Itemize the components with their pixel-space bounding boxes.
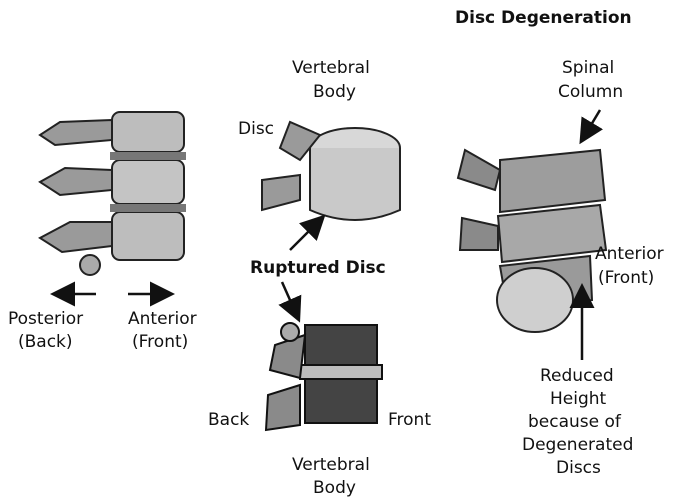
reduced-height-line5: Discs (556, 458, 601, 479)
left-spine-side-view (40, 112, 186, 275)
anterior-label-left: Anterior (128, 309, 197, 330)
anterior-label-right: Anterior (595, 244, 664, 265)
posterior-sub-label: (Back) (18, 332, 73, 353)
vertebral-body-bottom-line2: Body (313, 478, 356, 499)
spinal-column-line2: Column (558, 82, 623, 103)
reduced-height-line2: Height (550, 389, 606, 410)
front-label: Front (388, 410, 431, 431)
ruptured-disc-label: Ruptured Disc (250, 258, 386, 279)
ruptured-disc-arrow-up (290, 218, 322, 250)
ruptured-disc-arrow-down (282, 282, 298, 318)
anterior-sub-label-right: (Front) (598, 268, 654, 289)
figure-title: Disc Degeneration (455, 8, 632, 29)
vertebral-body-with-disc (262, 122, 400, 220)
degenerated-spinal-column (458, 150, 606, 332)
back-label: Back (208, 410, 249, 431)
vertebral-body-top-line2: Body (313, 82, 356, 103)
posterior-label: Posterior (8, 309, 83, 330)
disc-label: Disc (238, 119, 274, 140)
reduced-height-line3: because of (528, 412, 621, 433)
spinal-column-line1: Spinal (562, 58, 614, 79)
spinal-column-arrow (582, 110, 600, 140)
vertebral-body-bottom-line1: Vertebral (292, 455, 370, 476)
reduced-height-line4: Degenerated (522, 435, 633, 456)
reduced-height-line1: Reduced (540, 366, 614, 387)
anterior-sub-label-left: (Front) (132, 332, 188, 353)
vertebral-cross-section (266, 323, 382, 430)
vertebral-body-top-line1: Vertebral (292, 58, 370, 79)
